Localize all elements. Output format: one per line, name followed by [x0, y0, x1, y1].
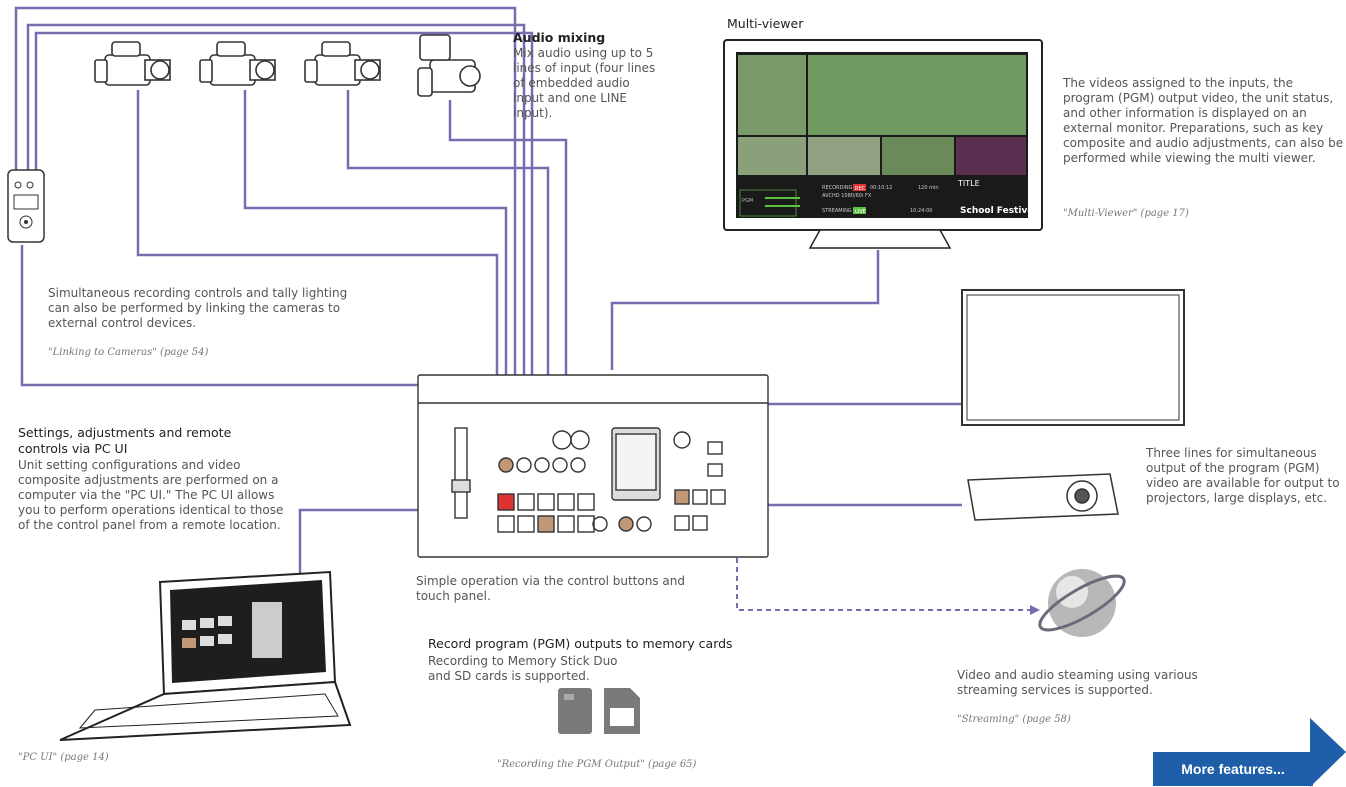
mv-pgm-label: PGM [742, 198, 753, 204]
memory-stick-icon [558, 688, 592, 734]
camera-icon [94, 41, 171, 86]
cable-lines [14, 6, 962, 575]
cameras-ref: "Linking to Cameras" (page 54) [48, 347, 209, 358]
pcui-ref: "PC UI" (page 14) [18, 752, 109, 763]
unit-caption: Simple operation via the control buttons… [416, 574, 685, 603]
pcui-title: Settings, adjustments and remote control… [18, 425, 232, 456]
mv-stream-badge-bg [853, 207, 866, 214]
mv-stream-time: 10:24:00 [910, 208, 932, 214]
streaming-ref: "Streaming" (page 58) [957, 714, 1071, 725]
mv-title-label: TITLE [957, 179, 980, 188]
streaming-dashed-line [736, 558, 1030, 611]
globe-icon [1038, 569, 1126, 637]
mv-remain: 120 min [918, 185, 939, 191]
mv-rec-time: 00:10:12 [870, 185, 892, 191]
more-features-tab [1310, 718, 1346, 787]
output-desc: Three lines for simultaneous output of t… [1146, 446, 1340, 505]
sd-card-icon [604, 688, 640, 734]
mv-rec-badge-bg [853, 184, 866, 191]
arrow-head-icon [1030, 605, 1040, 615]
mv-stream-label: STREAMING [822, 208, 852, 214]
audio-desc: Mix audio using up to 5 lines of input (… [513, 46, 656, 120]
multiviewer-ref: "Multi-Viewer" (page 17) [1063, 208, 1189, 219]
camera-icon [417, 34, 481, 97]
pcui-desc: Unit setting configurations and video co… [18, 458, 284, 532]
cameras-desc: Simultaneous recording controls and tall… [48, 286, 348, 330]
remote-control [7, 169, 45, 243]
memory-ref: "Recording the PGM Output" (page 65) [497, 759, 697, 770]
laptop-icon [59, 570, 352, 741]
mv-rec-badge: REC [855, 186, 866, 192]
mv-event-name: School Festival [960, 206, 1036, 216]
projector-icon [967, 473, 1119, 521]
camera-icon [304, 41, 381, 86]
memory-desc: Recording to Memory Stick Duo and SD car… [428, 654, 618, 683]
switcher-unit [417, 374, 769, 558]
multiviewer-desc: The videos assigned to the inputs, the p… [1063, 76, 1344, 165]
camera-icon [199, 41, 276, 86]
mv-format: AVCHD 1080/60i FX [822, 193, 872, 199]
memory-title: Record program (PGM) outputs to memory c… [428, 636, 733, 651]
more-features-button[interactable]: More features... [1153, 752, 1313, 786]
mv-stream-badge: LIVE [855, 209, 866, 215]
multiviewer-title: Multi-viewer [727, 16, 804, 31]
multiviewer-monitor [723, 39, 1043, 249]
large-display [961, 289, 1185, 426]
mv-rec-label: RECORDING [822, 185, 853, 191]
audio-title: Audio mixing [513, 30, 606, 45]
streaming-desc: Video and audio steaming using various s… [957, 668, 1198, 697]
